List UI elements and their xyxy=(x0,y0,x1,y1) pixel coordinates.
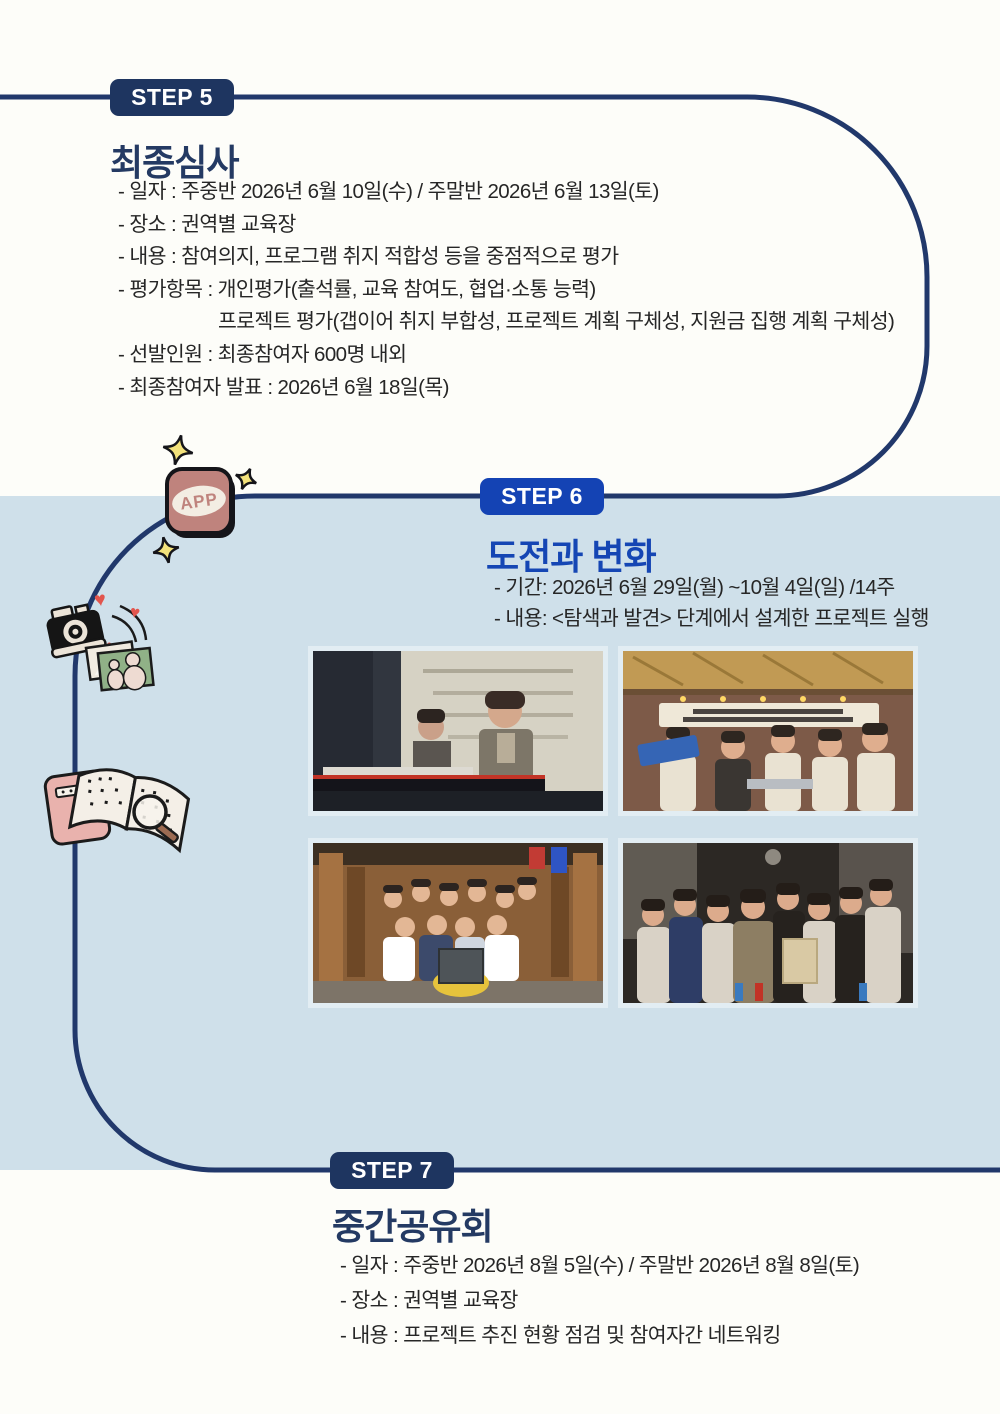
step5-badge: STEP 5 xyxy=(110,79,234,116)
step5-details: - 일자 : 주중반 2026년 6월 10일(수) / 주말반 2026년 6… xyxy=(118,176,895,404)
step7-details: - 일자 : 주중반 2026년 8월 5일(수) / 주말반 2026년 8월… xyxy=(340,1248,860,1353)
camera-illustration: ♥ ♥ ♥ xyxy=(46,588,155,692)
photo-image xyxy=(313,651,603,811)
books-illustration xyxy=(43,768,191,854)
photo-image xyxy=(623,651,913,811)
detail-line: - 내용 : 참여의지, 프로그램 취지 적합성 등을 중점적으로 평가 xyxy=(118,245,619,269)
detail-line: - 기간: 2026년 6월 29일(월) ~10월 4일(일) /14주 xyxy=(494,576,895,599)
signal-arc xyxy=(111,614,138,643)
camera-icon xyxy=(46,603,107,659)
step5-title: 최종심사 xyxy=(110,142,239,183)
detail-line: - 장소 : 권역별 교육장 xyxy=(340,1289,518,1312)
detail-line: - 최종참여자 발표 : 2026년 6월 18일(목) xyxy=(118,375,449,399)
detail-line: - 일자 : 주중반 2026년 8월 5일(수) / 주말반 2026년 8월… xyxy=(340,1254,860,1277)
photo-food-stall xyxy=(618,646,918,816)
step7-title: 중간공유회 xyxy=(332,1206,494,1247)
photo-keyboard-performance xyxy=(308,646,608,816)
sparkle-icon xyxy=(162,434,194,466)
detail-line: - 내용: <탐색과 발견> 단계에서 설계한 프로젝트 실행 xyxy=(494,607,930,630)
detail-line: 프로젝트 평가(갭이어 취지 부합성, 프로젝트 계획 구체성, 지원금 집행 … xyxy=(218,310,895,334)
step6-title: 도전과 변화 xyxy=(486,536,657,577)
sparkle-icon xyxy=(152,536,180,564)
snapshots-icon xyxy=(84,640,155,692)
detail-line: - 일자 : 주중반 2026년 6월 10일(수) / 주말반 2026년 6… xyxy=(118,180,659,203)
detail-line: - 선발인원 : 최종참여자 600명 내외 xyxy=(118,342,407,366)
photo-image xyxy=(313,843,603,1003)
detail-line: - 장소 : 권역별 교육장 xyxy=(118,212,296,236)
heart-icon: ♥ xyxy=(93,588,108,611)
detail-line: - 내용 : 프로젝트 추진 현황 점검 및 참여자간 네트워킹 xyxy=(340,1324,781,1347)
sparkle-icon xyxy=(235,468,257,490)
step6-badge: STEP 6 xyxy=(480,478,604,515)
photo-indoor-thumbs-up xyxy=(618,838,918,1008)
detail-line: - 평가항목 : 개인평가(출석률, 교육 참여도, 협업·소통 능력) xyxy=(118,277,596,301)
app-sticker: APP xyxy=(152,434,257,564)
step7-badge: STEP 7 xyxy=(330,1152,454,1189)
photo-image xyxy=(623,843,913,1003)
sticker-ellipse xyxy=(172,485,226,517)
signal-arc xyxy=(119,604,148,641)
photo-hanok-group xyxy=(308,838,608,1008)
step6-details: - 기간: 2026년 6월 29일(월) ~10월 4일(일) /14주 - … xyxy=(494,572,930,634)
magnifier-icon xyxy=(132,794,179,844)
heart-icon: ♥ xyxy=(128,602,141,622)
